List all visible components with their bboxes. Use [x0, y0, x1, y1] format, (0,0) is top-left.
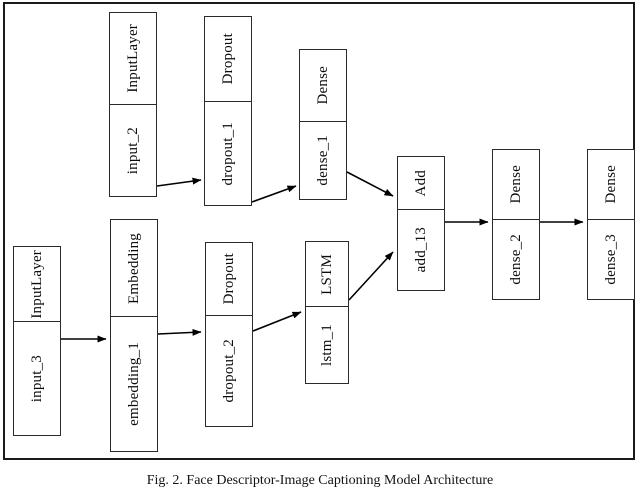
node-dropout_2[interactable]: Dropout dropout_2: [205, 242, 253, 427]
model-architecture-graph: InputLayer input_3 Embedding embedding_1 Dro…: [5, 4, 637, 462]
node-dropout_2-type-label: Dropout: [220, 253, 237, 305]
node-dropout_1-type: Dropout: [205, 17, 251, 102]
node-input_2-name: input_2: [110, 105, 156, 197]
figure-frame: InputLayer input_3 Embedding embedding_1 Dro…: [3, 2, 635, 460]
node-add_13-name: add_13: [398, 210, 444, 290]
node-input_3-name-label: input_3: [28, 354, 45, 403]
edge-input_2-to-dropout_1: [156, 177, 202, 187]
node-embedding_1-type-label: Embedding: [125, 232, 142, 304]
node-lstm_1-name-label: lstm_1: [318, 323, 335, 366]
node-dropout_2-type: Dropout: [206, 243, 252, 317]
node-embedding_1-name-label: embedding_1: [125, 342, 142, 426]
node-input_3-type: InputLayer: [14, 247, 60, 323]
node-dense_3-type-label: Dense: [602, 165, 619, 204]
node-dropout_1-type-label: Dropout: [219, 33, 236, 85]
edge-dropout_2-to-lstm_1: [252, 311, 302, 332]
node-dense_1-name-label: dense_1: [314, 134, 331, 186]
node-input_3-type-label: InputLayer: [28, 249, 45, 319]
node-lstm_1-name: lstm_1: [306, 307, 348, 383]
node-dropout_2-name: dropout_2: [206, 316, 252, 426]
node-embedding_1-type: Embedding: [111, 220, 157, 318]
node-dropout_2-name-label: dropout_2: [220, 339, 237, 403]
edge-dense_1-to-add_13: [346, 171, 394, 197]
node-lstm_1-type-label: LSTM: [318, 253, 335, 295]
node-dense_1[interactable]: Dense dense_1: [299, 49, 347, 200]
node-lstm_1[interactable]: LSTM lstm_1: [305, 241, 349, 384]
edge-embedding_1-to-dropout_2: [157, 328, 202, 336]
node-dropout_1-name: dropout_1: [205, 102, 251, 205]
node-embedding_1-name: embedding_1: [111, 317, 157, 451]
node-dense_1-type: Dense: [300, 50, 346, 122]
node-add_13-type: Add: [398, 157, 444, 211]
node-input_3[interactable]: InputLayer input_3: [13, 246, 61, 436]
node-dense_2-name-label: dense_2: [507, 234, 524, 285]
node-input_2[interactable]: InputLayer input_2: [109, 12, 157, 197]
node-dense_3[interactable]: Dense dense_3: [587, 149, 635, 300]
node-dense_2-name: dense_2: [493, 220, 539, 299]
node-dense_2-type: Dense: [493, 150, 539, 221]
node-input_2-type: InputLayer: [110, 13, 156, 105]
node-add_13-type-label: Add: [412, 169, 429, 197]
node-dense_1-name: dense_1: [300, 122, 346, 199]
node-dropout_1-name-label: dropout_1: [219, 121, 236, 186]
figure-caption: Fig. 2. Face Descriptor-Image Captioning…: [146, 473, 494, 488]
edge-lstm_1-to-add_13: [348, 251, 394, 301]
node-dropout_1[interactable]: Dropout dropout_1: [204, 16, 252, 206]
node-dense_3-type: Dense: [588, 150, 634, 221]
node-add_13[interactable]: Add add_13: [397, 156, 445, 291]
node-lstm_1-type: LSTM: [306, 242, 348, 307]
node-add_13-name-label: add_13: [412, 227, 429, 273]
node-embedding_1[interactable]: Embedding embedding_1: [110, 219, 158, 452]
node-input_2-name-label: input_2: [124, 126, 141, 174]
node-dense_2[interactable]: Dense dense_2: [492, 149, 540, 300]
node-input_3-name: input_3: [14, 322, 60, 435]
node-dense_3-name-label: dense_3: [602, 234, 619, 285]
node-input_2-type-label: InputLayer: [124, 23, 141, 93]
node-dense_3-name: dense_3: [588, 220, 634, 299]
edge-dropout_1-to-dense_1: [251, 185, 297, 203]
node-dense_2-type-label: Dense: [507, 165, 524, 204]
node-dense_1-type-label: Dense: [314, 66, 331, 105]
